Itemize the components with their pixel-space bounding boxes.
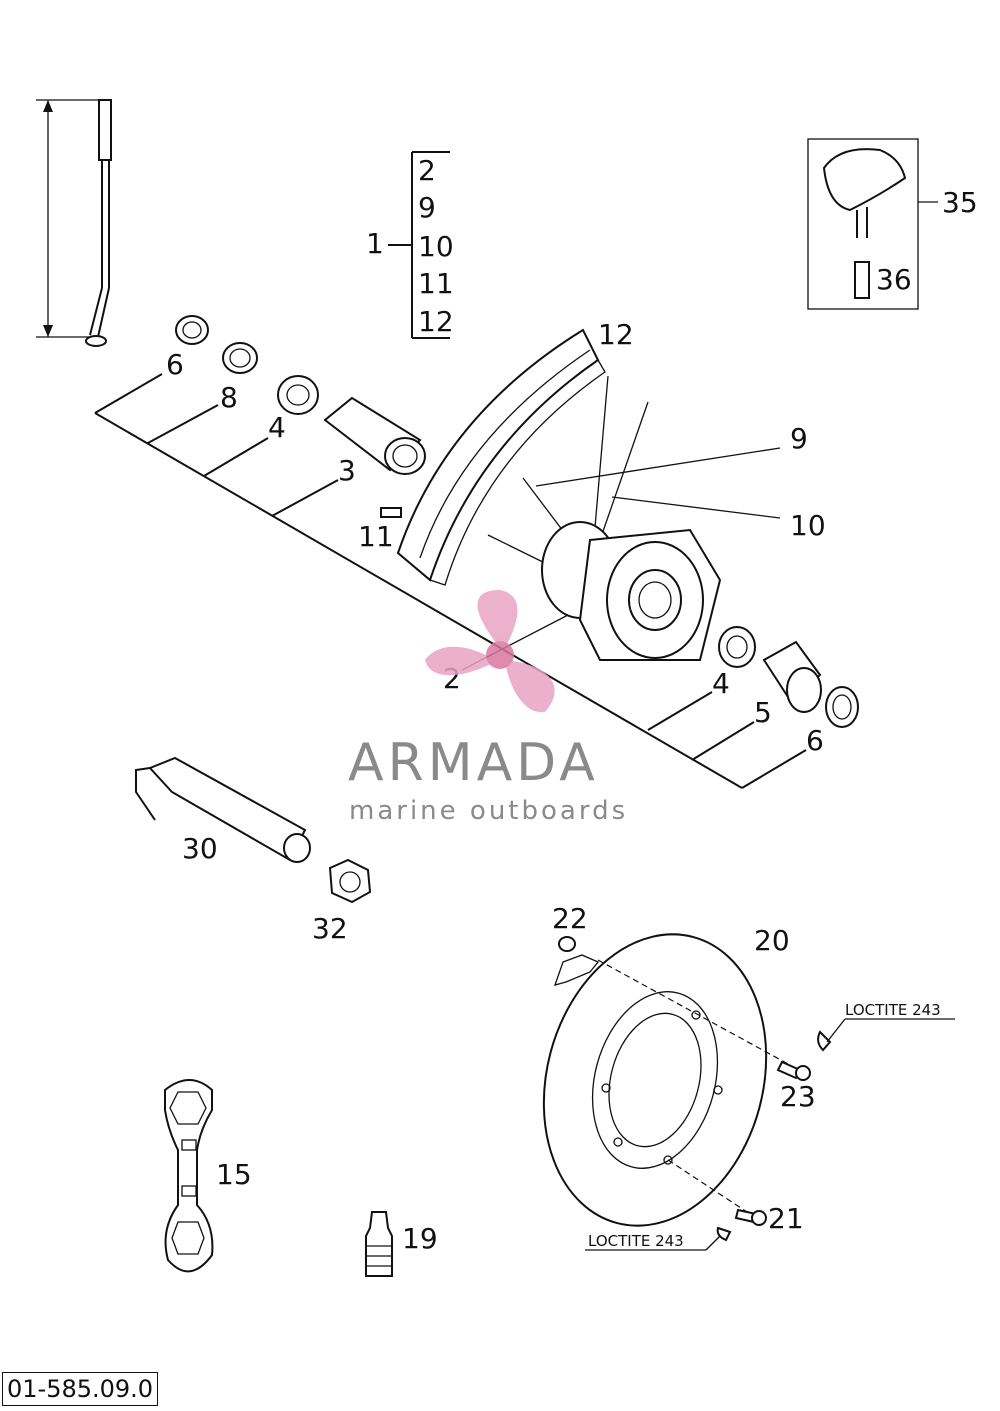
callout-35: 35 <box>942 186 978 219</box>
kit-item-9: 9 <box>418 191 436 224</box>
callout-9: 9 <box>790 422 808 455</box>
callout-6-left: 6 <box>166 348 184 381</box>
bolt-21-axis <box>667 1159 751 1215</box>
spacer-3 <box>323 396 426 475</box>
callout-23: 23 <box>780 1080 816 1113</box>
callout-15: 15 <box>216 1158 252 1191</box>
axle-30 <box>135 756 311 863</box>
callout-11: 11 <box>358 520 394 553</box>
loctite-note-bottom: LOCTITE 243 <box>588 1232 684 1250</box>
loctite-top-leader <box>826 1018 846 1043</box>
callout-30: 30 <box>182 832 218 865</box>
watermark-tagline: marine outboards <box>349 796 628 826</box>
callout-6-right: 6 <box>806 724 824 757</box>
bolt-23 <box>776 1030 832 1081</box>
callout-5: 5 <box>754 696 772 729</box>
watermark-name: ARMADA <box>348 733 599 793</box>
callout-1: 1 <box>366 227 384 260</box>
kit-item-10: 10 <box>418 230 454 263</box>
grease-tube-19 <box>365 1211 393 1277</box>
hub-2 <box>541 521 722 661</box>
callout-20: 20 <box>754 924 790 957</box>
bearing-4-right <box>718 626 756 668</box>
nipple-11 <box>380 507 402 518</box>
loctite-bottom-leader <box>705 1235 721 1251</box>
disc-bolt-holes <box>601 1010 723 1165</box>
seal-6-left <box>175 315 209 345</box>
valve-box <box>807 138 938 310</box>
callout-3: 3 <box>338 454 356 487</box>
loctite-note-top: LOCTITE 243 <box>845 1001 941 1019</box>
bearing-4-left <box>277 375 319 415</box>
document-code: 01-585.09.0 <box>2 1372 159 1406</box>
wrench-15 <box>164 1079 214 1273</box>
watermark-propeller <box>425 590 555 713</box>
callout-22: 22 <box>552 902 588 935</box>
callout-10: 10 <box>790 509 826 542</box>
brake-disc-20 <box>542 933 768 1227</box>
rim-12 <box>396 328 606 586</box>
spacer-5 <box>762 640 822 713</box>
seal-6-right <box>825 686 859 728</box>
callout-21: 21 <box>768 1202 804 1235</box>
watermark-logo <box>425 590 555 713</box>
callout-32: 32 <box>312 912 348 945</box>
callout-12: 12 <box>598 318 634 351</box>
kit-bracket <box>388 151 450 339</box>
leader-tree <box>94 373 807 789</box>
callout-4-left: 4 <box>268 411 286 444</box>
spacer-8 <box>222 342 258 374</box>
callout-8: 8 <box>220 381 238 414</box>
kit-item-12: 12 <box>418 305 454 338</box>
callout-36: 36 <box>876 263 912 296</box>
spoke-dimension <box>36 99 100 338</box>
callout-4-right: 4 <box>712 667 730 700</box>
kit-item-2: 2 <box>418 154 436 187</box>
callout-19: 19 <box>402 1222 438 1255</box>
bracket-22 <box>553 936 600 986</box>
bolt-23-axis <box>597 959 791 1066</box>
bolt-21 <box>716 1208 767 1242</box>
kit-item-11: 11 <box>418 267 454 300</box>
axle-nut-32 <box>328 858 372 904</box>
spoke-drawing <box>85 99 112 347</box>
